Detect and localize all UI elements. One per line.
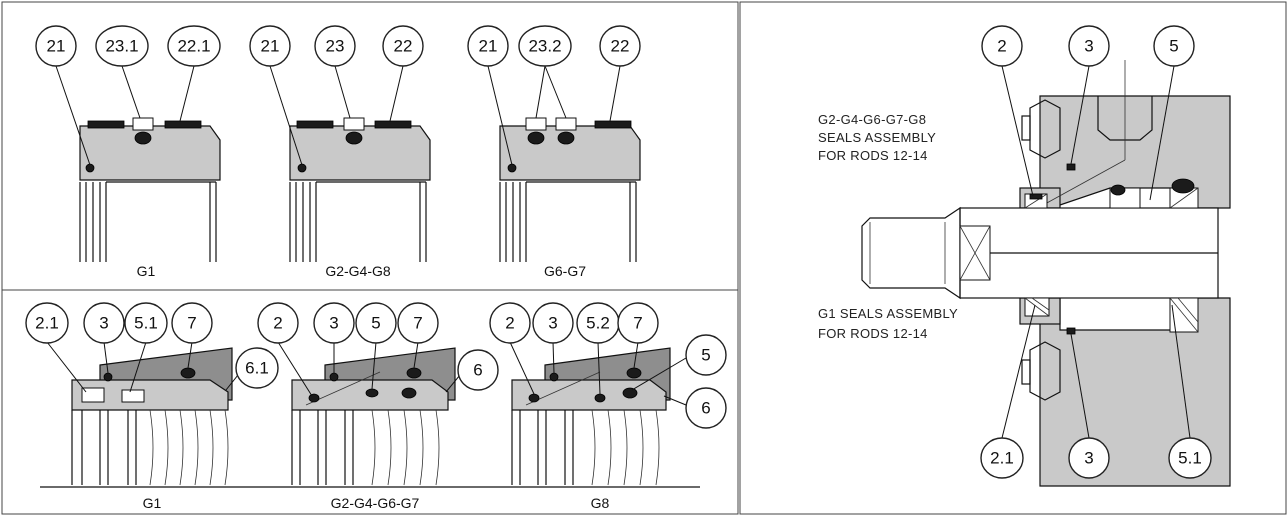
callout-bubble xyxy=(25,302,69,344)
callout-bubble xyxy=(257,302,299,344)
callout-bubble xyxy=(124,302,168,344)
callout-bubble xyxy=(314,25,356,67)
callout-label: 21 xyxy=(479,37,498,56)
top-g2-section xyxy=(289,117,431,262)
note-line: SEALS ASSEMBLY xyxy=(818,130,936,145)
callout-bubble xyxy=(249,25,291,67)
callout-label: 2 xyxy=(997,37,1006,56)
callout-label: 21 xyxy=(47,37,66,56)
callout-label: 2 xyxy=(273,314,282,333)
bottom-row-leaders xyxy=(46,341,687,406)
caption-top-g6-g7: G6-G7 xyxy=(544,263,586,279)
bottom-g8-section xyxy=(511,347,671,486)
callout-bubble xyxy=(95,25,149,67)
note-line: G1 SEALS ASSEMBLY xyxy=(818,306,958,321)
right-assembly-leaders xyxy=(1001,65,1191,439)
callout-bubble xyxy=(518,25,572,67)
top-g1-callouts: 21 23.1 22.1 xyxy=(35,25,221,67)
callout-bubble xyxy=(313,302,355,344)
callout-bubble xyxy=(685,334,727,376)
callout-label: 21 xyxy=(261,37,280,56)
upper-assembly-note: G2-G4-G6-G7-G8 SEALS ASSEMBLY FOR RODS 1… xyxy=(818,112,936,163)
callout-label: 6.1 xyxy=(245,359,269,378)
callout-label: 3 xyxy=(1084,449,1093,468)
callout-bubble xyxy=(685,387,727,429)
callout-label: 2.1 xyxy=(35,314,59,333)
callout-bubble xyxy=(1068,25,1110,67)
callout-label: 5.2 xyxy=(586,314,610,333)
callout-bubble xyxy=(599,25,641,67)
left-panel-frame xyxy=(1,1,739,515)
callout-label: 5.1 xyxy=(1178,449,1202,468)
right-bottom-callouts: 2.1 3 5.1 xyxy=(980,437,1212,479)
callout-label: 5 xyxy=(371,314,380,333)
bottom-g1-section xyxy=(71,347,233,486)
top-g2-callouts: 21 23 22 xyxy=(249,25,424,67)
callout-bubble xyxy=(532,302,574,344)
callout-bubble xyxy=(235,347,279,389)
callout-label: 3 xyxy=(1084,37,1093,56)
callout-bubble xyxy=(167,25,221,67)
note-line: FOR RODS 12-14 xyxy=(818,326,928,341)
callout-bubble xyxy=(489,302,531,344)
callout-label: 5 xyxy=(1169,37,1178,56)
callout-label: 7 xyxy=(633,314,642,333)
rod-assembly-section xyxy=(861,60,1231,487)
callout-bubble xyxy=(1068,437,1110,479)
bottom-g2-callouts: 2 3 5 7 6 xyxy=(257,302,499,391)
callout-bubble xyxy=(1153,25,1195,67)
callout-label: 5.1 xyxy=(134,314,158,333)
callout-label: 6 xyxy=(473,361,482,380)
top-row-leaders xyxy=(55,65,621,166)
right-top-callouts: 2 3 5 xyxy=(981,25,1195,67)
callout-bubble xyxy=(355,302,397,344)
bottom-g1-callouts: 2.1 3 5.1 7 6.1 xyxy=(25,302,279,389)
callout-label: 3 xyxy=(548,314,557,333)
callout-bubble xyxy=(457,349,499,391)
note-line: G2-G4-G6-G7-G8 xyxy=(818,112,926,127)
callout-bubble xyxy=(83,302,125,344)
top-g6-section xyxy=(499,117,641,262)
callout-bubble xyxy=(617,302,659,344)
caption-bottom-g1: G1 xyxy=(143,495,162,511)
callout-label: 22 xyxy=(611,37,630,56)
callout-label: 5 xyxy=(701,346,710,365)
caption-bottom-g8: G8 xyxy=(591,495,610,511)
callout-label: 2.1 xyxy=(990,449,1014,468)
note-line: FOR RODS 12-14 xyxy=(818,148,928,163)
callout-label: 6 xyxy=(701,399,710,418)
caption-top-g2-g4-g8: G2-G4-G8 xyxy=(325,263,391,279)
bottom-g2-section xyxy=(291,347,456,486)
callout-label: 23.1 xyxy=(105,37,138,56)
callout-label: 22 xyxy=(394,37,413,56)
callout-bubble xyxy=(171,302,213,344)
callout-label: 3 xyxy=(99,314,108,333)
callout-bubble xyxy=(1168,437,1212,479)
caption-top-g1: G1 xyxy=(137,263,156,279)
callout-label: 23 xyxy=(326,37,345,56)
top-g6-callouts: 21 23.2 22 xyxy=(467,25,641,67)
top-g1-section xyxy=(79,117,221,262)
callout-label: 7 xyxy=(413,314,422,333)
callout-label: 7 xyxy=(187,314,196,333)
bottom-g8-callouts: 2 3 5.2 7 5 6 xyxy=(489,302,727,429)
callout-bubble xyxy=(467,25,509,67)
caption-bottom-g2-g4-g6-g7: G2-G4-G6-G7 xyxy=(331,495,420,511)
callout-bubble xyxy=(397,302,439,344)
lower-assembly-note: G1 SEALS ASSEMBLY FOR RODS 12-14 xyxy=(818,306,958,341)
callout-bubble xyxy=(382,25,424,67)
callout-label: 23.2 xyxy=(528,37,561,56)
callout-label: 3 xyxy=(329,314,338,333)
callout-label: 2 xyxy=(505,314,514,333)
callout-bubble xyxy=(981,25,1023,67)
right-panel-frame xyxy=(739,1,1287,515)
callout-label: 22.1 xyxy=(177,37,210,56)
callout-bubble xyxy=(980,437,1024,479)
callout-bubble xyxy=(35,25,77,67)
